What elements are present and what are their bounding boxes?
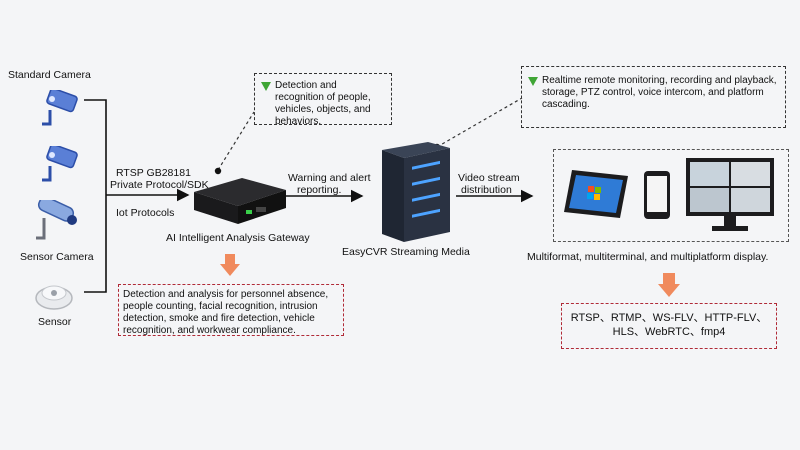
- gateway-detection-text: Detection and recognition of people, veh…: [275, 80, 371, 127]
- stream-label-1: Video stream: [458, 172, 520, 184]
- gateway-analysis-note: Detection and analysis for personnel abs…: [118, 284, 344, 336]
- gateway-leader-dot: [214, 167, 222, 175]
- standard-camera-2-icon: [42, 146, 78, 182]
- warning-label-1: Warning and alert: [288, 172, 371, 184]
- iot-protocol-label: Iot Protocols: [116, 207, 175, 219]
- monitor-icon: [686, 158, 774, 231]
- protocol-label-1: RTSP GB28181: [116, 167, 191, 179]
- display-label: Multiformat, multiterminal, and multipla…: [527, 251, 769, 263]
- server-label: EasyCVR Streaming Media: [342, 246, 470, 258]
- gateway-label: AI Intelligent Analysis Gateway: [166, 232, 310, 244]
- server-features-note: Realtime remote monitoring, recording an…: [521, 66, 786, 128]
- standard-camera-label: Standard Camera: [8, 69, 91, 81]
- display-down-arrow-icon: [658, 273, 680, 297]
- server-icon: [382, 142, 450, 242]
- gateway-down-arrow-icon: [220, 254, 240, 276]
- warning-label-2: reporting.: [297, 184, 342, 196]
- green-triangle-icon: [261, 82, 271, 91]
- stream-label-2: distribution: [461, 184, 512, 196]
- standard-camera-icon: [42, 90, 78, 126]
- server-note-leader: [436, 97, 523, 148]
- gateway-note-leader: [217, 111, 255, 171]
- protocol-label-2: Private Protocol/SDK: [110, 179, 209, 191]
- source-bracket: [84, 99, 107, 293]
- sensor-camera-label: Sensor Camera: [20, 251, 94, 263]
- green-triangle-icon: [528, 77, 538, 86]
- formats-box: RTSP、RTMP、WS-FLV、HTTP-FLV、 HLS、WebRTC、fm…: [561, 303, 777, 349]
- phone-icon: [644, 171, 670, 219]
- formats-line-1: RTSP、RTMP、WS-FLV、HTTP-FLV、: [570, 312, 768, 324]
- tablet-icon: [564, 170, 628, 218]
- gateway-detection-note: Detection and recognition of people, veh…: [254, 73, 392, 127]
- gateway-device-icon: [194, 178, 286, 224]
- sensor-icon: [35, 285, 73, 310]
- sensor-label: Sensor: [38, 316, 72, 328]
- sensor-camera-icon: [36, 200, 77, 240]
- formats-line-2: HLS、WebRTC、fmp4: [612, 326, 726, 338]
- server-features-text: Realtime remote monitoring, recording an…: [542, 75, 777, 110]
- terminals-panel: [553, 149, 789, 242]
